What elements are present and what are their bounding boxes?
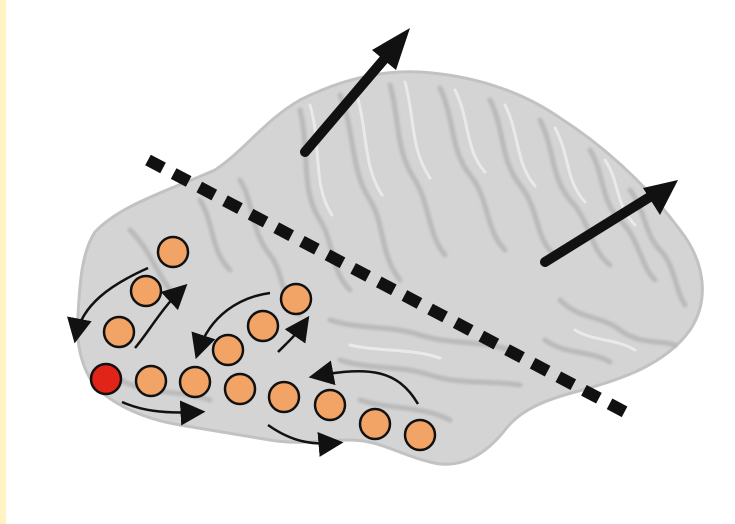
seed-node bbox=[89, 362, 123, 396]
projection-arrow-upper bbox=[300, 45, 397, 157]
node bbox=[313, 388, 347, 422]
node bbox=[403, 418, 437, 452]
curved-arrow-left-loop bbox=[67, 266, 149, 344]
curved-arrow-up-left bbox=[134, 283, 188, 349]
projection-arrowhead-upper bbox=[372, 28, 410, 70]
curved-arrow-bottom-1 bbox=[121, 400, 206, 426]
curved-arrow-bottom-2 bbox=[267, 423, 344, 457]
node bbox=[129, 274, 163, 308]
node bbox=[156, 235, 190, 269]
projection-arrowhead-right bbox=[643, 180, 678, 215]
node bbox=[358, 407, 392, 441]
node bbox=[267, 380, 301, 414]
node bbox=[211, 333, 245, 367]
projection-arrow-right bbox=[540, 190, 658, 267]
curved-arrow-mid-arc bbox=[191, 291, 271, 360]
curved-arrow-right-arc bbox=[308, 360, 420, 405]
node bbox=[102, 315, 136, 349]
node bbox=[134, 364, 168, 398]
dashed-divider-line bbox=[145, 154, 628, 418]
curved-arrow-mid-up bbox=[277, 315, 310, 353]
projection-arrows bbox=[300, 28, 678, 267]
left-edge-strip bbox=[0, 0, 6, 524]
curved-flow-arrows bbox=[67, 266, 420, 457]
node bbox=[223, 372, 257, 406]
node bbox=[279, 282, 313, 316]
nodes bbox=[89, 235, 437, 452]
node bbox=[178, 365, 212, 399]
node bbox=[246, 309, 280, 343]
